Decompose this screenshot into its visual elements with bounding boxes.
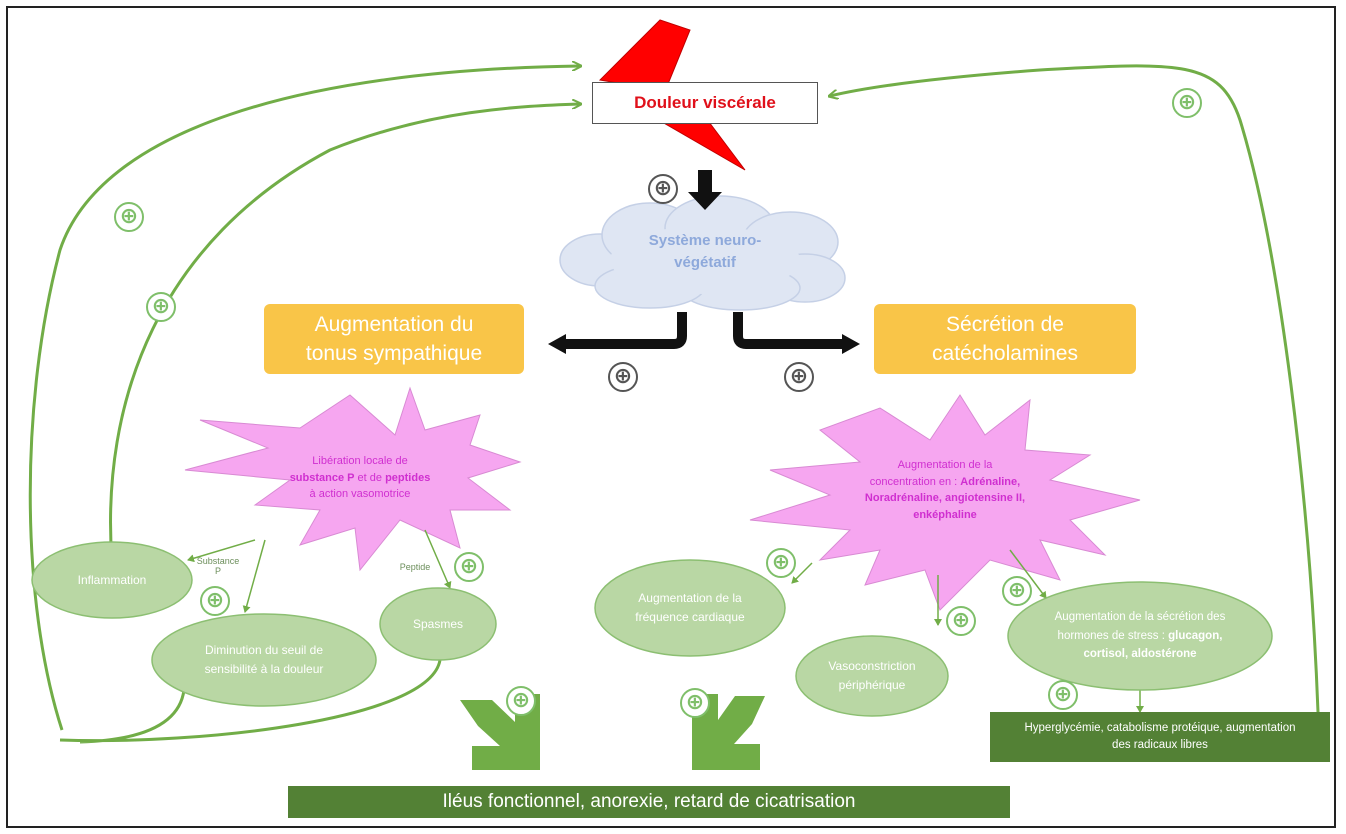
- arrow-star-hormones: [1009, 549, 1047, 599]
- right-elbow-arrow: [733, 312, 846, 349]
- ellipse-hormones: [1007, 581, 1273, 691]
- plus-icon: ⊕: [784, 362, 814, 392]
- cloud-shape: [559, 195, 846, 311]
- plus-icon: ⊕: [608, 362, 638, 392]
- ellipse-spasmes: [379, 587, 497, 661]
- ellipse-threshold: [151, 613, 377, 707]
- plus-icon: ⊕: [680, 688, 710, 718]
- pain-box: Douleur viscérale: [592, 82, 818, 124]
- hyper-box: Hyperglycémie, catabolisme protéique, au…: [990, 712, 1330, 762]
- arrow-star-spasmes: [424, 529, 452, 589]
- down-arrow-black: [688, 170, 722, 210]
- right-arrowhead: [842, 334, 860, 354]
- diagram-frame: [6, 6, 1336, 828]
- ellipse-heart: [594, 559, 786, 657]
- inflammation-label: Inflammation: [77, 573, 147, 587]
- sympathetic-box: Augmentation du tonus sympathique: [264, 304, 524, 374]
- vaso-label: Vasoconstriction périphérique: [828, 658, 916, 692]
- plus-icon: ⊕: [766, 548, 796, 578]
- plus-icon: ⊕: [146, 292, 176, 322]
- arrow-star-heart: [791, 562, 813, 584]
- plus-icon: ⊕: [454, 552, 484, 582]
- pain-label: Douleur viscérale: [634, 93, 776, 112]
- left-arrowhead: [548, 334, 566, 354]
- arrow-star-threshold: [242, 539, 266, 613]
- ellipse-inflammation: [31, 541, 193, 619]
- ellipse-vaso: [795, 635, 949, 717]
- system-label: Système neuro-végétatif: [648, 231, 762, 272]
- threshold-label: Diminution du seuil de sensibilité à la …: [204, 642, 324, 676]
- plus-icon: ⊕: [648, 174, 678, 204]
- big-arrow-right: [692, 694, 765, 770]
- hormones-label: Augmentation de la sécrétion des hormone…: [1054, 611, 1229, 661]
- heart-label: Augmentation de la fréquence cardiaque: [635, 590, 745, 624]
- plus-icon: ⊕: [1002, 576, 1032, 606]
- plus-icon: ⊕: [200, 586, 230, 616]
- star-left-text: Libération locale de substance P et de p…: [289, 455, 431, 501]
- left-elbow-arrow: [560, 312, 687, 349]
- plus-icon: ⊕: [946, 606, 976, 636]
- loop-bottom: [59, 659, 442, 744]
- catechol-box: Sécrétion de catécholamines: [874, 304, 1136, 374]
- loop-right: [830, 64, 1320, 713]
- arrow-star-inflammation: [187, 539, 256, 563]
- plus-icon: ⊕: [506, 686, 536, 716]
- plus-icon: ⊕: [1172, 88, 1202, 118]
- star-right-text: Augmentation de la concentration en : Ad…: [864, 459, 1026, 521]
- plus-icon: ⊕: [1048, 680, 1078, 710]
- loop-inflammation: [109, 104, 580, 563]
- substance-p-note: Substance P: [196, 556, 240, 576]
- spasmes-label: Spasmes: [412, 617, 464, 631]
- star-left: [184, 386, 522, 572]
- plus-icon: ⊕: [114, 202, 144, 232]
- peptide-note: Peptide: [399, 562, 431, 572]
- bottom-box: Iléus fonctionnel, anorexie, retard de c…: [288, 786, 1010, 818]
